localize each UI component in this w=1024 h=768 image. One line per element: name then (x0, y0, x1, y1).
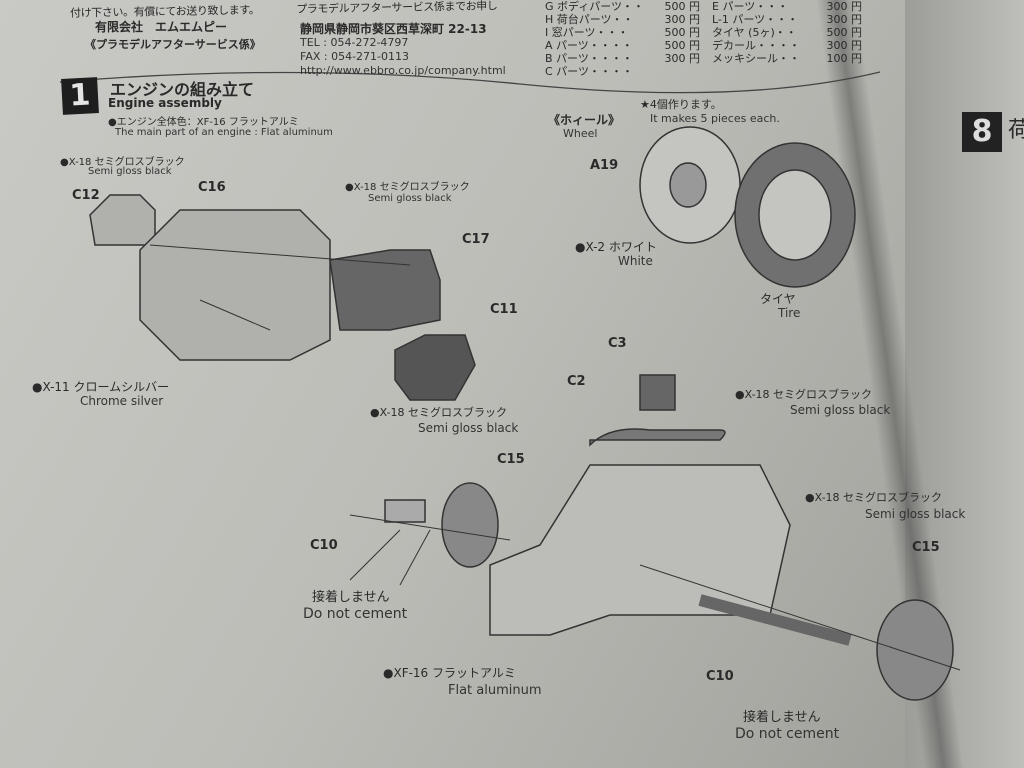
engine-block-drawing (139, 209, 331, 361)
tire-label-en: Tire (778, 306, 801, 320)
xf16-color-en: Flat aluminum (448, 683, 542, 698)
xf16-color-jp: ●XF-16 フラットアルミ (383, 666, 516, 680)
price-row: タイヤ (5ヶ)・・ 500 円 (712, 26, 862, 39)
c15-color-en: Semi gloss black (865, 507, 966, 521)
x2-color-en: White (618, 254, 653, 268)
x2-color-jp: ●X-2 ホワイト (575, 240, 657, 254)
company-fax: FAX : 054-271-0113 (300, 50, 410, 63)
x11-color-en: Chrome silver (80, 394, 164, 408)
c3-color-jp: ●X-18 セミグロスブラック (735, 388, 873, 401)
part-c2-drawing (589, 428, 726, 447)
price-row: I 窓パーツ・・・ 500 円 (545, 26, 700, 39)
price-row: A パーツ・・・・ 500 円 (545, 39, 700, 52)
price-row: B パーツ・・・・ 300 円 (545, 52, 700, 65)
shaft-c10-left (384, 499, 426, 523)
no-cement-jp-left: 接着しません (312, 590, 390, 605)
part-label-c10-right: C10 (706, 669, 734, 684)
step-8-badge: 8 (962, 112, 1002, 152)
part-label-c15-right: C15 (912, 540, 940, 555)
part-label-c10-left: C10 (310, 538, 338, 553)
part-c17-drawing (329, 249, 441, 331)
company-url[interactable]: http://www.ebbro.co.jp/company.html (300, 64, 506, 77)
price-row: H 荷台パーツ・・ 300 円 (545, 13, 700, 26)
c11-color-jp: ●X-18 セミグロスブラック (370, 406, 508, 419)
wheel-note-jp: ★4個作ります。 (640, 98, 722, 111)
c11-color-en: Semi gloss black (418, 421, 519, 435)
part-label-a19: A19 (590, 158, 619, 173)
gear-c15-left (441, 482, 499, 568)
company-address: 静岡県静岡市葵区西草深町 22-13 (300, 22, 487, 36)
company-tel: TEL : 054-272-4797 (300, 36, 409, 49)
part-label-c12: C12 (72, 188, 100, 203)
main-color-en: The main part of an engine : Flat alumin… (115, 127, 333, 138)
part-label-c2: C2 (567, 374, 586, 389)
step-1-title-jp: エンジンの組み立て (110, 80, 255, 99)
main-color-jp: ●エンジン全体色：XF-16 フラットアルミ (108, 117, 299, 128)
company-dept: 《プラモデルアフターサービス係》 (85, 38, 261, 51)
c12-color-jp: ●X-18 セミグロスブラック (60, 157, 185, 168)
price-row: G ボディパーツ・・ 500 円 (545, 0, 700, 13)
no-cement-jp-right: 接着しません (743, 710, 821, 725)
price-row: C パーツ・・・・ (545, 65, 633, 78)
price-row: L-1 パーツ・・・ 300 円 (712, 13, 862, 26)
step-8-title: 荷 (1008, 118, 1024, 143)
price-row: E パーツ・・・ 300 円 (712, 0, 862, 13)
wheel-title-en: Wheel (563, 127, 598, 140)
c12-color-en: Semi gloss black (88, 166, 172, 177)
no-cement-en-right: Do not cement (735, 726, 840, 742)
wheel-note-en: It makes 5 pieces each. (650, 112, 780, 125)
c17-color-en: Semi gloss black (368, 193, 452, 204)
gear-c15-right (876, 599, 954, 701)
c17-color-jp: ●X-18 セミグロスブラック (345, 182, 470, 193)
part-c3-drawing (639, 374, 676, 411)
part-label-c15-left: C15 (497, 452, 525, 467)
c15-color-jp: ●X-18 セミグロスブラック (805, 491, 943, 504)
price-row: メッキシール・・ 100 円 (712, 52, 862, 65)
step-1-badge: 1 (61, 77, 99, 115)
part-label-c17: C17 (462, 232, 490, 247)
company-name: 有限会社 エムエムピー (95, 20, 228, 34)
part-c11-drawing (394, 334, 476, 401)
c3-color-en: Semi gloss black (790, 403, 891, 417)
part-label-c3: C3 (608, 336, 627, 351)
no-cement-en-left: Do not cement (303, 606, 408, 622)
part-c12-drawing (89, 194, 156, 246)
x11-color-jp: ●X-11 クロームシルバー (32, 380, 170, 394)
part-label-c11: C11 (490, 302, 518, 317)
wheel-title-jp: 《ホィール》 (548, 113, 621, 127)
step-1-title-en: Engine assembly (108, 96, 222, 110)
part-label-c16: C16 (198, 180, 226, 195)
price-row: デカール・・・・ 300 円 (712, 39, 862, 52)
shaft-c10-right (698, 594, 852, 646)
gearbox-drawing (489, 464, 791, 636)
tire-label-jp: タイヤ (760, 292, 796, 306)
